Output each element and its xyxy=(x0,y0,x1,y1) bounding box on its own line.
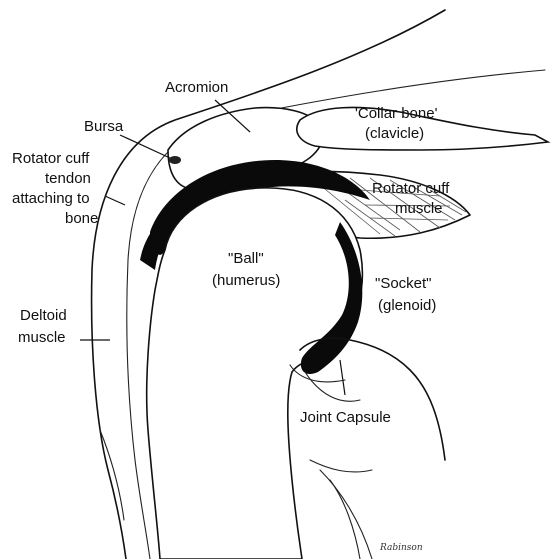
label-rc-tendon-line3: attaching to xyxy=(12,190,90,207)
label-socket-line1: "Socket" xyxy=(375,275,432,292)
label-bursa: Bursa xyxy=(84,118,124,135)
label-rc-tendon-line4: bone xyxy=(65,210,98,227)
label-acromion: Acromion xyxy=(165,79,228,96)
label-rc-tendon-line1: Rotator cuff xyxy=(12,150,90,167)
artist-signature: Rabinson xyxy=(379,543,423,553)
label-rc-tendon-line2: tendon xyxy=(45,170,91,187)
label-ball-line1: "Ball" xyxy=(228,250,264,267)
label-rc-muscle-line2: muscle xyxy=(395,200,443,217)
label-collar-bone-line1: 'Collar bone' xyxy=(355,105,438,122)
label-deltoid-line2: muscle xyxy=(18,329,66,346)
label-collar-bone-line2: (clavicle) xyxy=(365,125,424,142)
label-deltoid-line1: Deltoid xyxy=(20,307,67,324)
label-rc-muscle-line1: Rotator cuff xyxy=(372,180,450,197)
label-joint-capsule: Joint Capsule xyxy=(300,409,391,426)
label-socket-line2: (glenoid) xyxy=(378,297,436,314)
label-ball-line2: (humerus) xyxy=(212,272,280,289)
humerus-bone xyxy=(147,188,372,559)
bursa xyxy=(169,156,181,164)
